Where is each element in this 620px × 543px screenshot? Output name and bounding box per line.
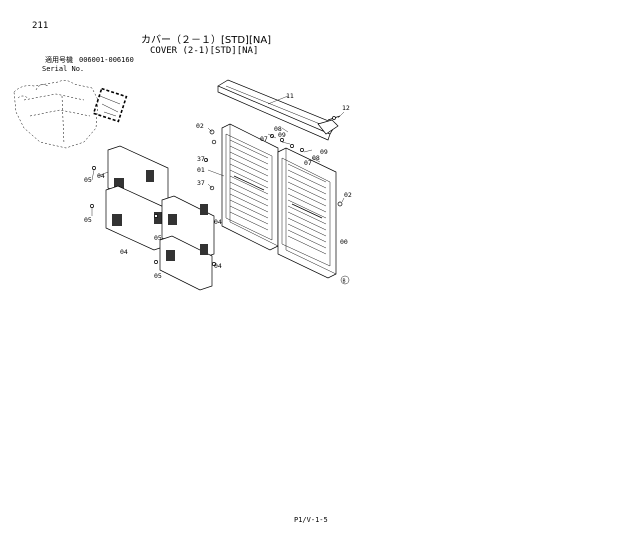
callout-02-right: 02 [344, 191, 352, 199]
right-grille-panel [277, 147, 337, 279]
left-panel-slats [229, 139, 269, 231]
right-panel-slats [287, 163, 327, 255]
small-screws [90, 166, 216, 266]
serial-label-japanese: 適用号機 [45, 56, 73, 64]
callout-05-fourth: 05 [154, 272, 162, 280]
callout-11: 11 [286, 92, 294, 100]
callout-01: 01 [197, 166, 205, 174]
left-grille-panel [221, 123, 279, 251]
callout-08: 08 [274, 125, 282, 133]
callout-09-lower: 09 [320, 148, 328, 156]
callout-05-third: 05 [154, 234, 162, 242]
callout-00: 00 [340, 238, 348, 246]
page-number: 211 [32, 21, 49, 31]
serial-range: 006001-006160 [79, 56, 134, 64]
circled-b-label: B [343, 279, 346, 285]
small-cover-panel-4 [159, 235, 213, 291]
callout-08-lower: 08 [312, 154, 320, 162]
callout-07-lower: 07 [304, 159, 312, 167]
serial-label-english: Serial No. [42, 65, 85, 73]
callout-05-second: 05 [84, 216, 92, 224]
title-japanese: カバー（２－１）[STD][NA] [141, 35, 272, 46]
title-english: COVER (2-1)[STD][NA] [150, 46, 259, 56]
callout-04: 04 [97, 172, 105, 180]
top-cover-bar [217, 79, 339, 141]
callout-04-third: 04 [120, 248, 128, 256]
callout-04-second: 04 [214, 218, 222, 226]
footer-page-code: P1/V-1-5 [294, 516, 328, 524]
callout-12: 12 [342, 104, 350, 112]
callout-09: 09 [278, 131, 286, 139]
callout-37-lower: 37 [197, 179, 205, 187]
callout-04-fourth: 04 [214, 262, 222, 270]
callout-07: 07 [260, 135, 268, 143]
bolt-12 [327, 115, 341, 121]
callout-37: 37 [197, 155, 205, 163]
circled-b-marker: B [340, 275, 350, 285]
machine-locator-thumbnail [13, 80, 128, 149]
callout-02: 02 [196, 122, 204, 130]
callout-leaders [91, 95, 345, 216]
callout-05: 05 [84, 176, 92, 184]
